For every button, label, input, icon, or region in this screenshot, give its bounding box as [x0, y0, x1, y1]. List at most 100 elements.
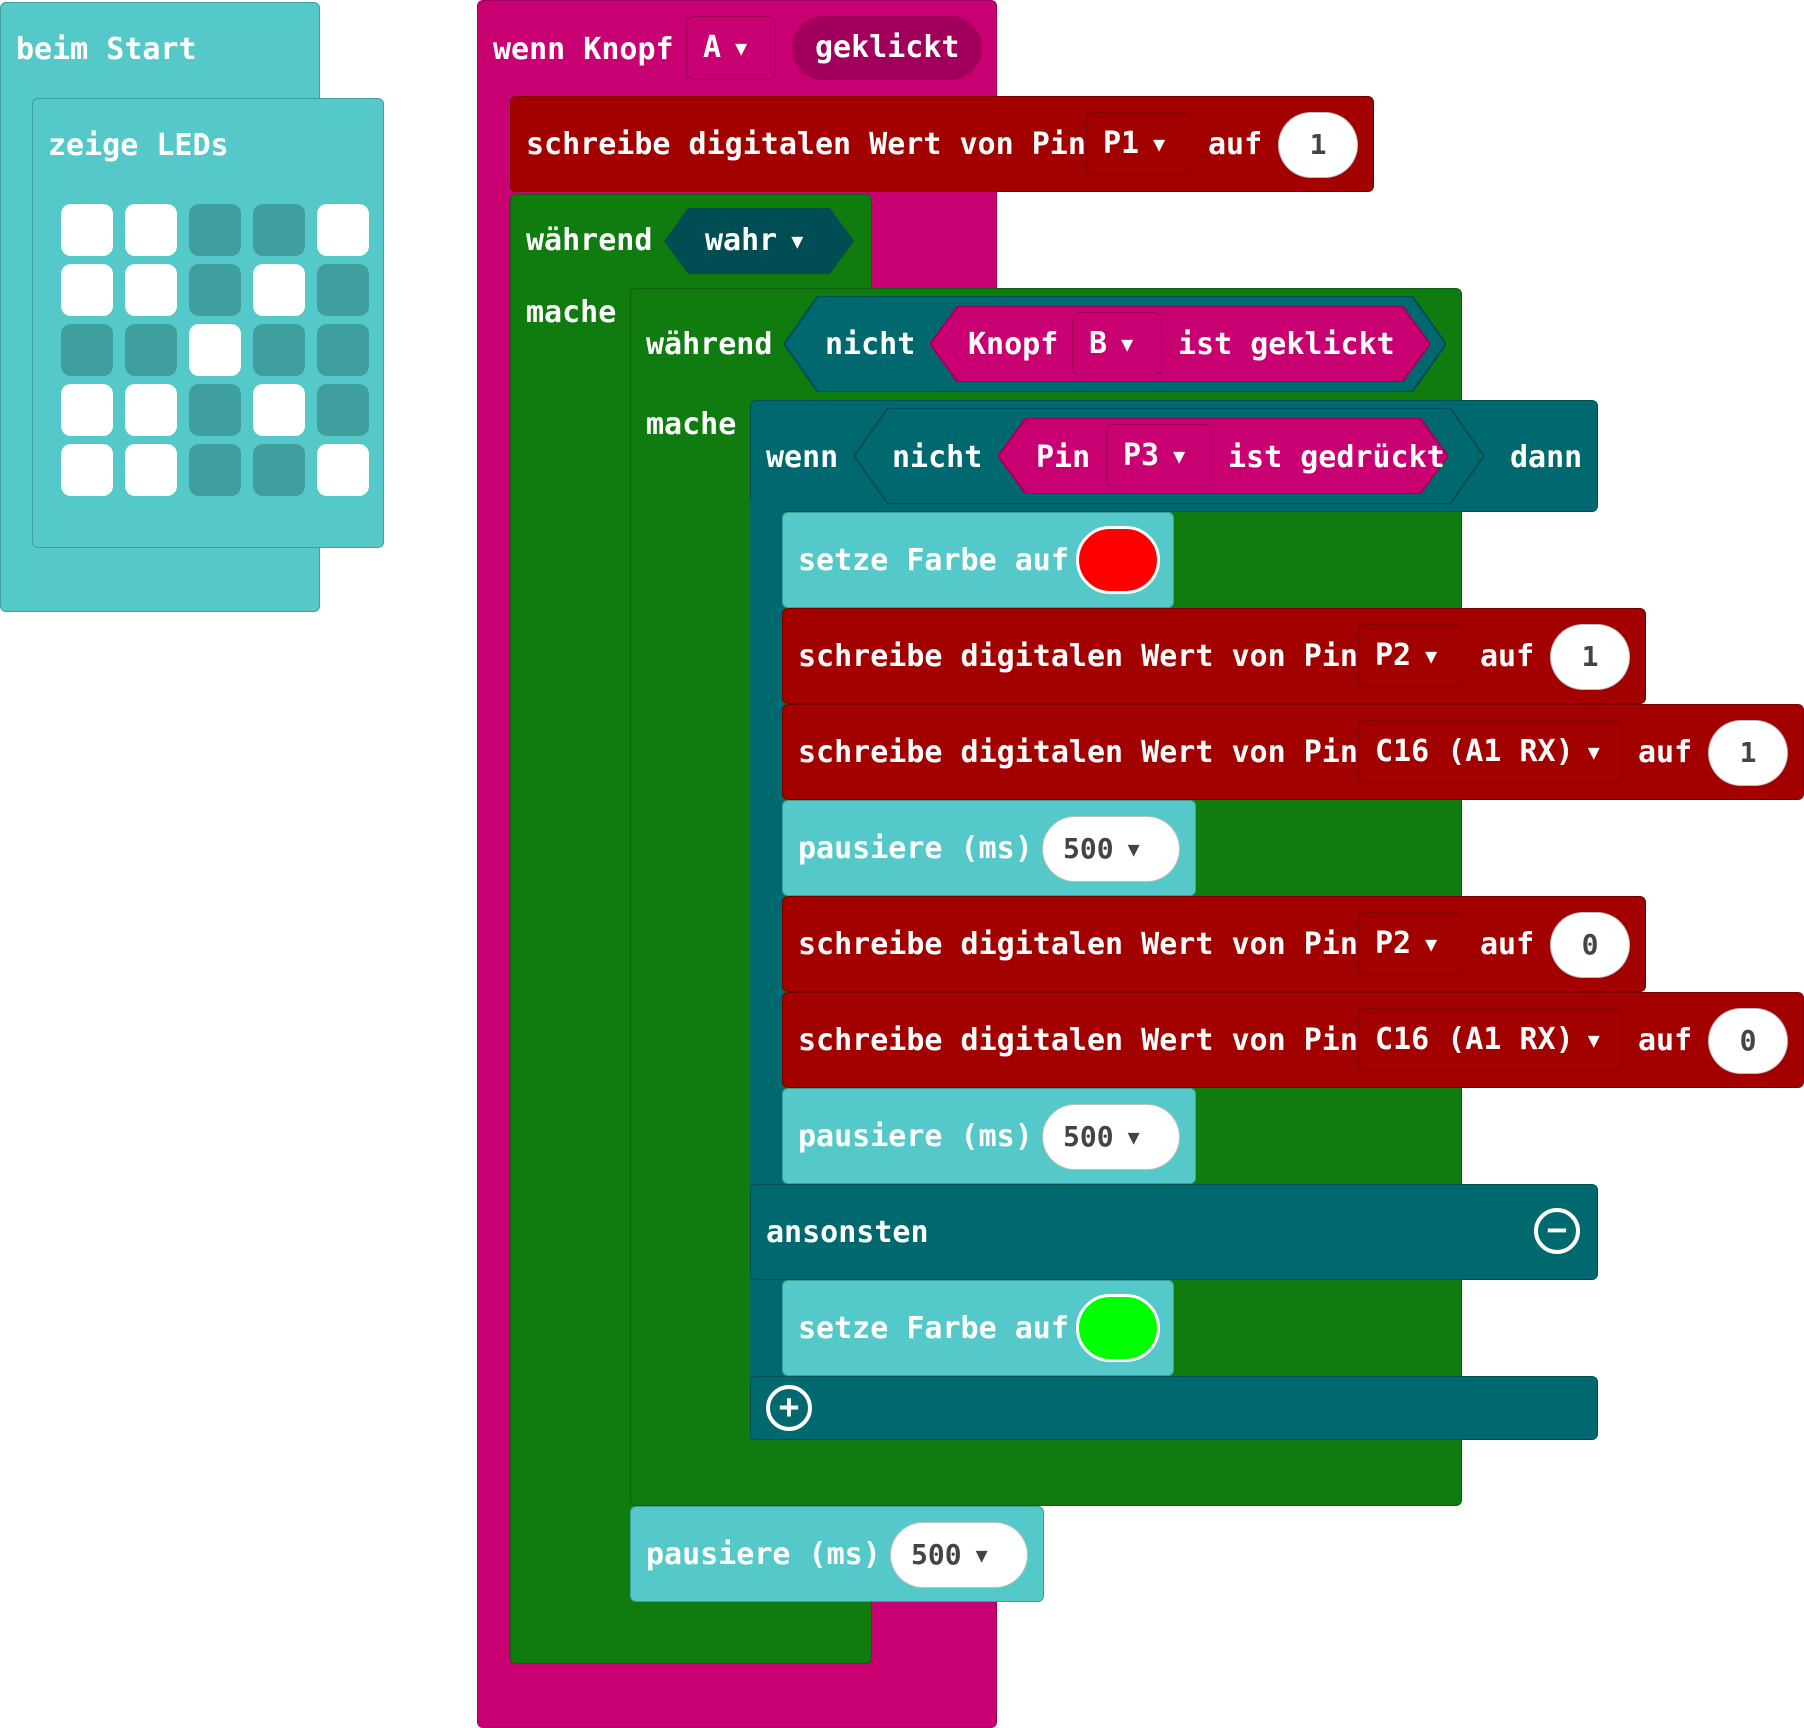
led-cell[interactable] [125, 204, 177, 256]
pin-p3-value: P3 [1123, 438, 1160, 473]
chevron-down-icon: ▼ [791, 229, 804, 253]
pin-dropdown-c16[interactable]: C16 (A1 RX) ▼ [1358, 720, 1622, 784]
button-b-value: B [1089, 326, 1108, 361]
auf-label: auf [1638, 1023, 1693, 1058]
led-cell[interactable] [253, 444, 305, 496]
remove-else-icon[interactable]: − [1534, 1208, 1580, 1254]
value-input-c16-low[interactable]: 0 [1708, 1008, 1788, 1074]
button-a-dropdown[interactable]: A▼ [686, 16, 776, 80]
add-else-if-icon[interactable]: + [766, 1385, 812, 1431]
do-label-inner: mache [646, 407, 737, 442]
not-label-if: nicht [892, 440, 983, 475]
auf-label: auf [1480, 639, 1535, 674]
write-pin-label: schreibe digitalen Wert von Pin [798, 639, 1358, 674]
chevron-down-icon: ▼ [1121, 332, 1134, 356]
chevron-down-icon: ▼ [1173, 444, 1186, 468]
chevron-down-icon: ▼ [1587, 740, 1600, 764]
pause-value: 500 [1063, 832, 1114, 865]
led-cell[interactable] [253, 204, 305, 256]
led-cell[interactable] [61, 444, 113, 496]
pause-value: 500 [1063, 1120, 1114, 1153]
pin-p3-dropdown[interactable]: P3 ▼ [1106, 424, 1212, 488]
pin-dropdown-p1[interactable]: P1 ▼ [1086, 112, 1192, 176]
pin-value: P2 [1375, 638, 1412, 673]
value-input-p2-high[interactable]: 1 [1550, 624, 1630, 690]
write-pin-c16-low-block[interactable] [782, 992, 1804, 1088]
value-input-c16-high[interactable]: 1 [1708, 720, 1788, 786]
auf-label: auf [1480, 927, 1535, 962]
pause-value-dropdown-2[interactable]: 500▼ [1042, 1104, 1180, 1170]
do-label: mache [526, 295, 617, 330]
value-input-p2-low[interactable]: 0 [1550, 912, 1630, 978]
led-cell[interactable] [317, 384, 369, 436]
while-label: während [526, 223, 653, 258]
led-cell[interactable] [189, 264, 241, 316]
if-label: wenn [766, 440, 839, 475]
led-cell[interactable] [253, 324, 305, 376]
pin-value: P2 [1375, 926, 1412, 961]
write-pin-label: schreibe digitalen Wert von Pin [798, 1023, 1358, 1058]
pin-dropdown-p2[interactable]: P2 ▼ [1358, 624, 1464, 688]
led-cell[interactable] [125, 384, 177, 436]
pause-value-dropdown-3[interactable]: 500 ▼ [890, 1522, 1028, 1588]
chevron-down-icon: ▼ [1153, 132, 1166, 156]
write-pin-c16-high-block[interactable] [782, 704, 1804, 800]
green-color-picker[interactable] [1076, 1294, 1160, 1362]
is-pressed-pin-label: ist gedrückt [1228, 440, 1445, 475]
led-cell[interactable] [317, 444, 369, 496]
write-pin-p2-low-block[interactable] [782, 896, 1646, 992]
on-start-label: beim Start [16, 32, 197, 67]
pause-label: pausiere (ms) [798, 831, 1033, 866]
show-leds-label: zeige LEDs [48, 128, 229, 163]
button-a-value: A [703, 30, 722, 65]
while-label-inner: während [646, 327, 773, 362]
led-cell[interactable] [317, 324, 369, 376]
chevron-down-icon: ▼ [975, 1543, 988, 1567]
chevron-down-icon: ▼ [1425, 644, 1438, 668]
pause-label: pausiere (ms) [646, 1537, 881, 1572]
led-cell[interactable] [189, 324, 241, 376]
auf-label: auf [1208, 127, 1263, 162]
set-color-label: setze Farbe auf [798, 543, 1069, 578]
event-suffix-label: geklickt [815, 30, 960, 65]
led-cell[interactable] [125, 264, 177, 316]
else-bar [750, 1184, 1598, 1280]
led-cell[interactable] [125, 324, 177, 376]
led-cell[interactable] [61, 264, 113, 316]
is-pressed-label: ist geklickt [1178, 327, 1395, 362]
led-cell[interactable] [61, 204, 113, 256]
pin-dropdown-c16[interactable]: C16 (A1 RX) ▼ [1358, 1008, 1622, 1072]
led-cell[interactable] [253, 384, 305, 436]
write-pin-p1-block[interactable] [510, 96, 1374, 192]
led-cell[interactable] [61, 384, 113, 436]
event-type-pill[interactable] [792, 16, 982, 80]
pause-value-dropdown-1[interactable]: 500▼ [1042, 816, 1180, 882]
knopf-label: Knopf [968, 327, 1059, 362]
pause-label: pausiere (ms) [798, 1119, 1033, 1154]
led-cell[interactable] [317, 264, 369, 316]
led-cell[interactable] [317, 204, 369, 256]
led-cell[interactable] [125, 444, 177, 496]
if-else-bottom [750, 1376, 1598, 1440]
write-pin-p2-high-block[interactable] [782, 608, 1646, 704]
write-pin-label: schreibe digitalen Wert von Pin [798, 735, 1358, 770]
led-cell[interactable] [61, 324, 113, 376]
led-cell[interactable] [189, 204, 241, 256]
red-color-picker[interactable] [1076, 526, 1160, 594]
value-input-p1[interactable]: 1 [1278, 112, 1358, 178]
pin-dropdown-p2[interactable]: P2▼ [1358, 912, 1464, 976]
condition-true-hex[interactable] [664, 208, 854, 274]
chevron-down-icon: ▼ [1587, 1028, 1600, 1052]
pause-value: 500 [911, 1538, 962, 1571]
pin-value: C16 (A1 RX) [1375, 1022, 1574, 1057]
pin-value: P1 [1103, 126, 1140, 161]
condition-true-value: wahr▼ [705, 221, 803, 261]
button-pressed-hex[interactable] [930, 306, 1430, 382]
button-b-dropdown[interactable]: B▼ [1072, 312, 1162, 376]
led-cell[interactable] [189, 444, 241, 496]
led-cell[interactable] [189, 384, 241, 436]
write-pin-label: schreibe digitalen Wert von Pin [798, 927, 1358, 962]
if-else-spine [750, 500, 784, 1440]
pin-value: C16 (A1 RX) [1375, 734, 1574, 769]
led-cell[interactable] [253, 264, 305, 316]
